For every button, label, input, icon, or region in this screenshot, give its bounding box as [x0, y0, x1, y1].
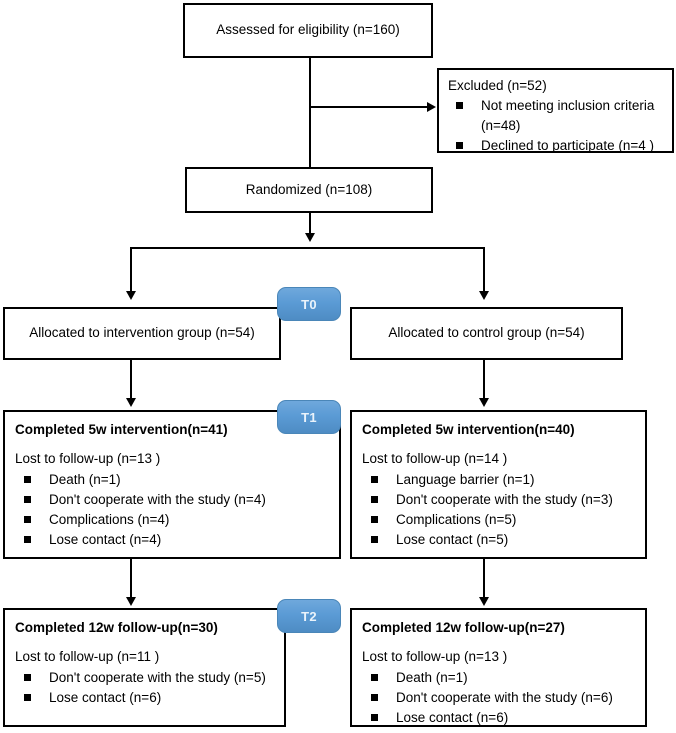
arrow-randomized-stem-icon [305, 233, 315, 242]
t1-intervention-lost-label: Lost to follow-up (n=13 ) [15, 451, 161, 467]
excluded-title: Excluded (n=52) [448, 78, 547, 93]
t2-intervention-reason-list: Don't cooperate with the study (n=5) Los… [15, 668, 274, 707]
node-randomized: Randomized (n=108) [185, 167, 433, 213]
randomized-label: Randomized (n=108) [245, 181, 373, 197]
t1-control-lost-label: Lost to follow-up (n=14 ) [362, 451, 508, 467]
list-item: Complications (n=4) [15, 510, 329, 530]
node-t1-intervention: Completed 5w intervention(n=41) Lost to … [3, 410, 341, 559]
t2-control-title: Completed 12w follow-up(n=27) [362, 620, 565, 635]
t1-intervention-title: Completed 5w intervention(n=41) [15, 422, 228, 437]
t1-control-title: Completed 5w intervention(n=40) [362, 422, 575, 437]
list-item: Lose contact (n=6) [15, 688, 274, 708]
t2-intervention-title: Completed 12w follow-up(n=30) [15, 620, 218, 635]
t1-control-reason-list: Language barrier (n=1) Don't cooperate w… [362, 470, 635, 549]
list-item: Don't cooperate with the study (n=3) [362, 490, 635, 510]
t2-control-lost-label: Lost to follow-up (n=13 ) [362, 649, 508, 665]
timepoint-label: T2 [301, 608, 317, 624]
connector-t1-control-to-t2 [483, 559, 485, 599]
arrow-intervention-to-t1-icon [126, 398, 136, 407]
connector-t1-intervention-to-t2 [130, 559, 132, 599]
connector-intervention-to-t1 [130, 360, 132, 400]
list-item: Don't cooperate with the study (n=6) [362, 688, 635, 708]
allocated-intervention-label: Allocated to intervention group (n=54) [29, 325, 255, 341]
list-item: Declined to participate (n=4 ) [448, 136, 664, 156]
list-item: Lose contact (n=5) [362, 530, 635, 550]
timepoint-badge-t0: T0 [277, 287, 341, 321]
allocated-control-label: Allocated to control group (n=54) [388, 325, 585, 341]
node-excluded: Excluded (n=52) Not meeting inclusion cr… [437, 68, 674, 153]
arrow-control-to-t1-icon [479, 398, 489, 407]
excluded-reason-list-2: Declined to participate (n=4 ) [448, 136, 664, 156]
assessed-label: Assessed for eligibility (n=160) [216, 22, 400, 38]
excluded-reason-list: Not meeting inclusion criteria [448, 96, 664, 116]
arrow-to-intervention-icon [126, 291, 136, 300]
arrow-to-excluded-icon [427, 102, 436, 112]
node-t1-control: Completed 5w intervention(n=40) Lost to … [350, 410, 647, 559]
excluded-item-continuation: (n=48) [481, 117, 521, 133]
arrow-t1-intervention-to-t2-icon [126, 597, 136, 606]
connector-randomized-stem [309, 213, 311, 235]
timepoint-badge-t2: T2 [277, 599, 341, 633]
connector-split-right-drop [483, 247, 485, 293]
arrow-to-control-icon [479, 291, 489, 300]
node-allocated-control: Allocated to control group (n=54) [350, 307, 623, 360]
list-item: Death (n=1) [362, 668, 635, 688]
t2-intervention-lost-label: Lost to follow-up (n=11 ) [15, 649, 160, 665]
connector-assessed-to-excluded [311, 106, 428, 108]
connector-control-to-t1 [483, 360, 485, 400]
list-item: Not meeting inclusion criteria [448, 96, 664, 116]
list-item: Lose contact (n=4) [15, 530, 329, 550]
list-item: Don't cooperate with the study (n=5) [15, 668, 274, 688]
list-item: Complications (n=5) [362, 510, 635, 530]
timepoint-label: T1 [301, 409, 317, 425]
list-item: Death (n=1) [15, 470, 329, 490]
connector-allocation-split-bar [130, 247, 484, 249]
timepoint-label: T0 [301, 296, 317, 312]
connector-split-left-drop [130, 247, 132, 293]
node-allocated-intervention: Allocated to intervention group (n=54) [3, 307, 281, 360]
node-assessed-for-eligibility: Assessed for eligibility (n=160) [183, 3, 433, 58]
t2-control-reason-list: Death (n=1) Don't cooperate with the stu… [362, 668, 635, 727]
timepoint-badge-t1: T1 [277, 400, 341, 434]
t1-intervention-reason-list: Death (n=1) Don't cooperate with the stu… [15, 470, 329, 549]
node-t2-intervention: Completed 12w follow-up(n=30) Lost to fo… [3, 608, 286, 727]
list-item: Lose contact (n=6) [362, 708, 635, 728]
connector-assessed-to-randomized [309, 58, 311, 167]
arrow-t1-control-to-t2-icon [479, 597, 489, 606]
list-item: Language barrier (n=1) [362, 470, 635, 490]
node-t2-control: Completed 12w follow-up(n=27) Lost to fo… [350, 608, 647, 727]
list-item: Don't cooperate with the study (n=4) [15, 490, 329, 510]
